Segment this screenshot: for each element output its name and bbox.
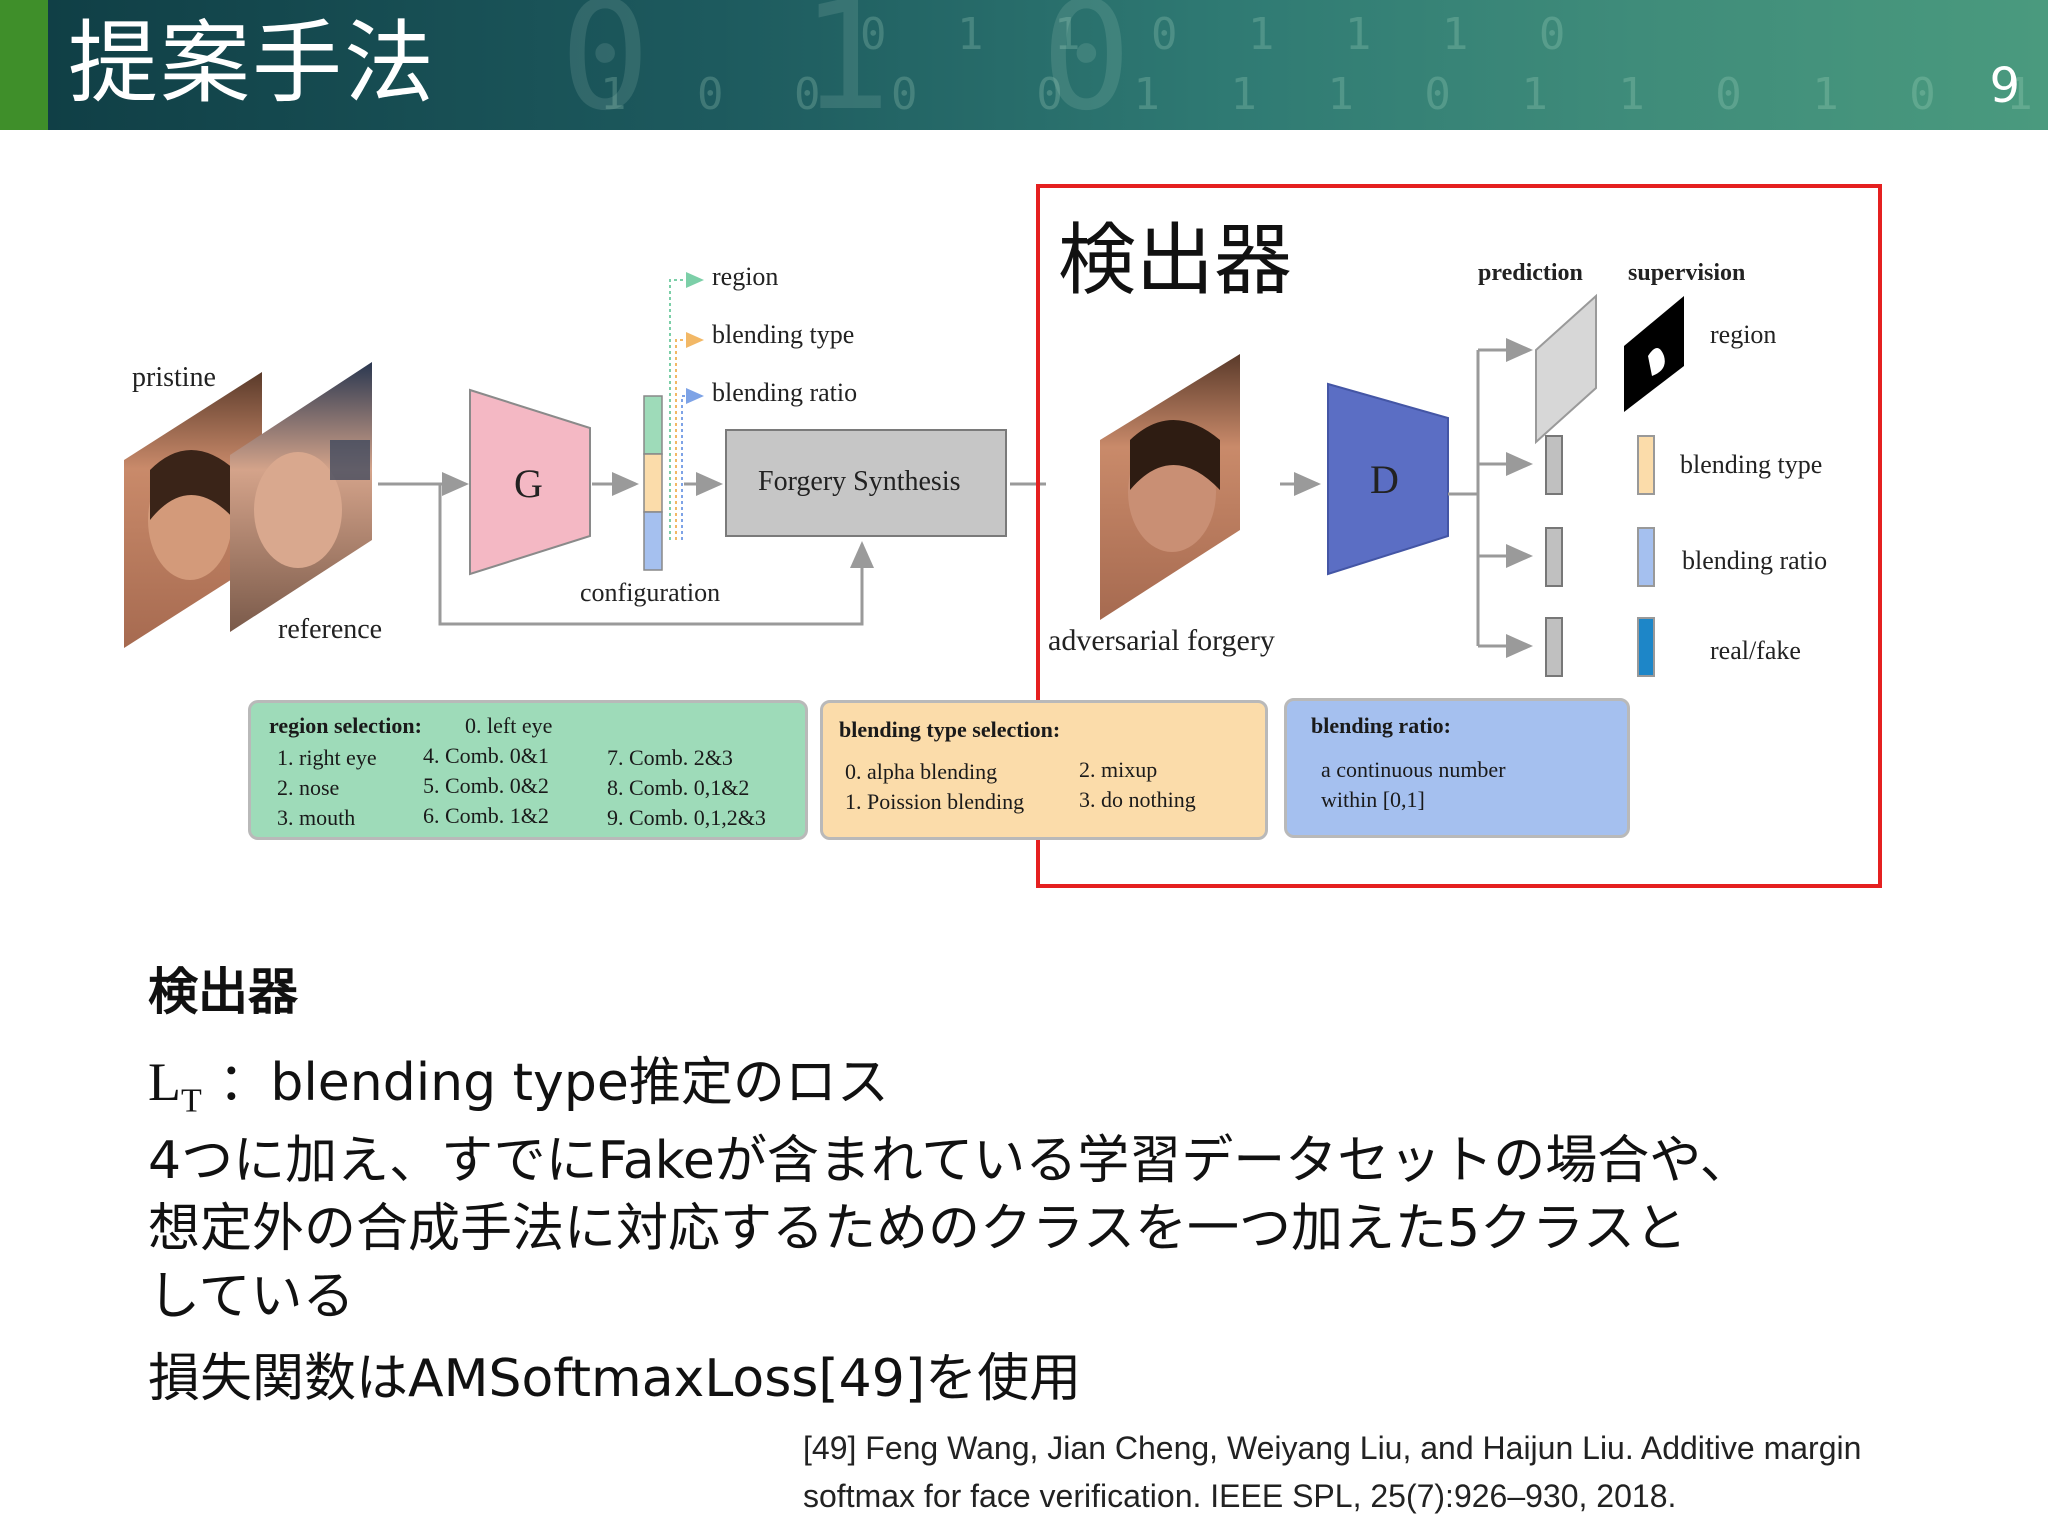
blending-col1-item: 0. alpha blending [845,759,998,784]
label-blending-ratio: blending ratio [712,378,858,407]
ratio-panel-heading: blending ratio: [1311,713,1451,738]
body-line-4: している [148,1267,355,1327]
slide-title: 提案手法 [68,11,436,116]
citation-reference: [49] Feng Wang, Jian Cheng, Weiyang Liu,… [803,1424,1861,1520]
label-sup-region: region [1710,320,1777,349]
header-bg-digits-large: 0 1 0 [560,0,1162,130]
config-region-cell [643,395,663,455]
label-forgery-synthesis: Forgery Synthesis [758,466,961,497]
ratio-panel-line2: within [0,1] [1321,787,1425,812]
loss-symbol: L [148,1052,181,1112]
region-col1-item: 2. nose [277,775,340,800]
config-type-cell [643,453,663,513]
body-line-2: 4つに加え、すでにFakeが含まれている学習データセットの場合や、 [148,1131,1752,1191]
label-sup-blending-ratio: blending ratio [1682,546,1828,575]
label-reference: reference [278,614,383,645]
region-col2-item: 4. Comb. 0&1 [423,743,549,768]
region-col1-item: 3. mouth [277,805,356,830]
header-accent-bar [0,0,48,130]
region-item-0: 0. left eye [465,713,553,738]
body-line-3: 想定外の合成手法に対応するためのクラスを一つ加えた5クラスと [148,1199,1688,1259]
label-prediction: prediction [1478,260,1583,286]
citation-line-1: [49] Feng Wang, Jian Cheng, Weiyang Liu,… [803,1430,1862,1466]
body-line-5: 損失関数はAMSoftmaxLoss[49]を使用 [148,1349,1082,1409]
citation-line-2: softmax for face verification. IEEE SPL,… [803,1478,1677,1514]
label-generator: G [514,461,543,506]
region-col3-item: 9. Comb. 0,1,2&3 [607,805,766,830]
blending-type-panel: blending type selection: 0. alpha blendi… [820,700,1268,840]
detector-title: 検出器 [1058,216,1293,306]
label-supervision: supervision [1628,260,1746,286]
label-region: region [712,262,779,291]
loss-subscript: T [181,1082,202,1120]
blending-col2-item: 2. mixup [1079,757,1158,782]
label-pristine: pristine [132,362,216,393]
header-bg-digits-row1: 0 1 1 0 1 1 1 0 [860,9,1588,60]
region-col2-item: 6. Comb. 1&2 [423,803,549,828]
section-heading: 検出器 [148,963,298,1021]
detector-highlight-box [1036,184,1882,888]
region-col3-item: 7. Comb. 2&3 [607,745,733,770]
label-discriminator: D [1370,457,1399,502]
blending-ratio-panel: blending ratio: a continuous number with… [1284,698,1630,838]
reference-face-image [230,362,372,632]
label-configuration: configuration [580,578,721,607]
pristine-face-image [124,372,262,648]
blending-col1-item: 1. Poission blending [845,789,1025,814]
region-selection-panel: region selection: 0. left eye 1. right e… [248,700,808,840]
loss-line: LT ：blending type推定のロス [148,1040,889,1120]
config-ratio-cell [643,511,663,571]
label-blending-type: blending type [712,320,855,349]
header-bg-digits-row2: 1 0 0 0 0 1 1 1 0 1 1 0 1 0 1 [600,69,2048,120]
blending-col2-item: 3. do nothing [1079,787,1196,812]
ratio-panel-line1: a continuous number [1321,757,1506,782]
region-col2-item: 5. Comb. 0&2 [423,773,549,798]
region-col1-item: 1. right eye [277,745,377,770]
loss-description: ：blending type推定のロス [218,1053,889,1113]
label-sup-blending-type: blending type [1680,450,1823,479]
blending-panel-heading: blending type selection: [839,717,1061,742]
region-col3-item: 8. Comb. 0,1&2 [607,775,750,800]
label-sup-real-fake: real/fake [1710,636,1801,665]
page-number: 9 [1989,58,2020,114]
slide-header: 0 1 0 0 1 1 0 1 1 1 0 1 0 0 0 0 1 1 1 0 … [0,0,2048,130]
region-panel-heading: region selection: [269,713,422,738]
label-adversarial-forgery: adversarial forgery [1048,624,1275,657]
